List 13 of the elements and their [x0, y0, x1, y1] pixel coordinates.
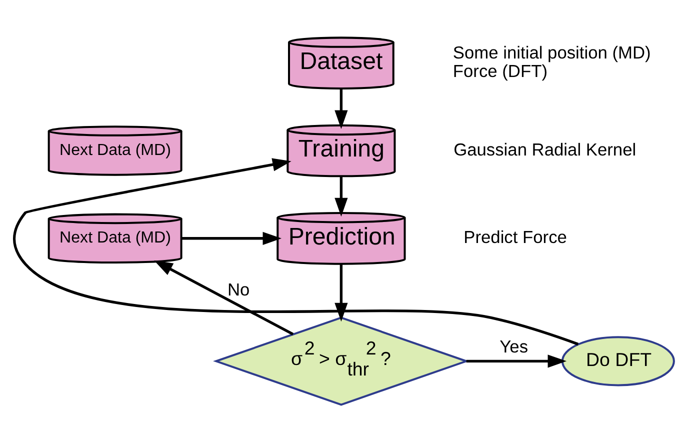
edge-label: No: [227, 278, 250, 299]
arrow: [13, 158, 579, 345]
node-ellipse: Do DFT: [561, 336, 675, 386]
arrow: [466, 354, 567, 368]
node-label: Gaussian Radial Kernel: [454, 138, 636, 159]
node-label: Some initial position (MD): [452, 42, 651, 62]
node-label: Force (DFT): [452, 60, 548, 81]
arrow: [334, 88, 348, 128]
edge-label: Yes: [500, 336, 528, 356]
arrow: [334, 176, 348, 216]
arrow: [154, 260, 294, 335]
arrow: [181, 231, 282, 244]
node-label: Predict Force: [464, 226, 567, 246]
